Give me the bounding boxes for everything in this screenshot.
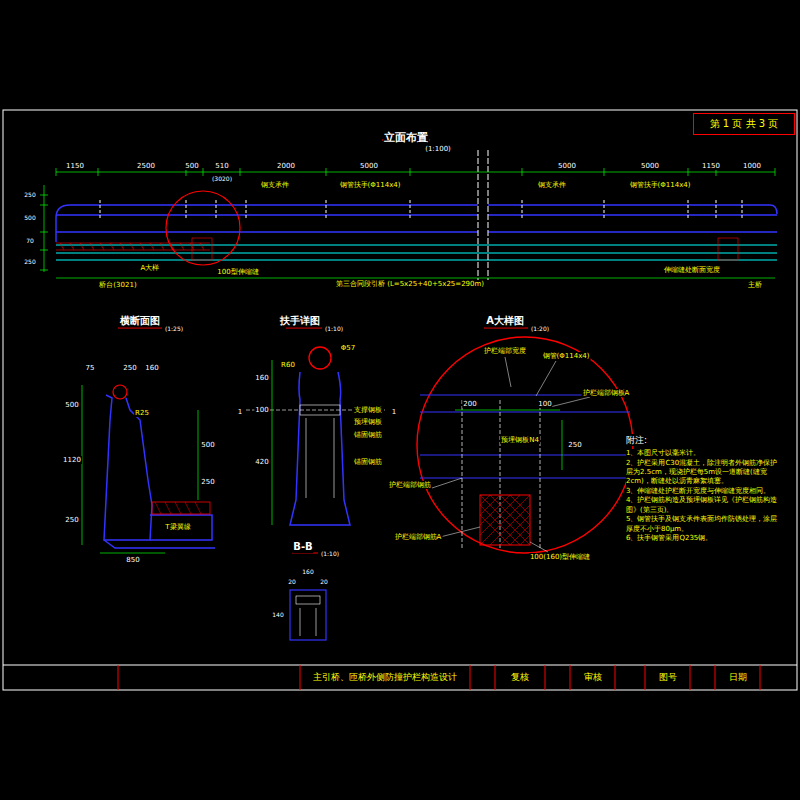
- part-label: 桥台(3021): [98, 281, 137, 289]
- part-label: 预埋钢板: [353, 418, 383, 426]
- dim: 1150: [65, 162, 85, 170]
- dim: 1150: [701, 162, 721, 170]
- view-title: B-B: [292, 541, 313, 553]
- dim: 160: [254, 374, 269, 382]
- dim: 70: [25, 238, 35, 245]
- dim: 5000: [557, 162, 577, 170]
- dim: 250: [64, 516, 79, 524]
- scale: (1:10): [320, 551, 340, 558]
- dim: 20: [319, 579, 329, 586]
- cell-text: 图号: [659, 671, 677, 684]
- dim: 140: [271, 612, 284, 619]
- view-title: 横断面图: [119, 315, 161, 327]
- dim: 250: [122, 364, 137, 372]
- part-label: 预埋钢板N4: [500, 436, 540, 444]
- part-label: 钢管扶手(Φ114x4): [629, 181, 692, 189]
- part-label: 100(160)型伸缩缝: [529, 553, 591, 561]
- part-label: 钢支承件: [537, 181, 567, 189]
- view-title: A大样图: [485, 315, 525, 327]
- dim: 1120: [62, 456, 82, 464]
- dim: 75: [85, 364, 96, 372]
- title-block-cell: 复核: [495, 666, 545, 689]
- drawing-title: 立面布置: [383, 132, 429, 145]
- view-title: 扶手详图: [279, 315, 321, 327]
- part-label: 护栏端部宽度: [483, 347, 527, 355]
- dim: 510: [214, 162, 229, 170]
- cell-text: 复核: [511, 671, 529, 684]
- part-label: 护栏端部钢筋A: [394, 533, 443, 541]
- dim: 5000: [640, 162, 660, 170]
- part-label: 锚固钢筋: [353, 458, 383, 466]
- title-block-cell: 审核: [570, 666, 615, 689]
- dim: 500: [64, 401, 79, 409]
- section-mark: 1: [391, 408, 397, 416]
- cell-text: 第 1 页 共 3 页: [710, 117, 779, 131]
- note-line: 6、扶手钢管采用Q235钢。: [626, 534, 782, 543]
- dim: 160: [301, 569, 314, 576]
- dim: 160: [144, 364, 159, 372]
- note-line: 5、钢管扶手及钢支承件表面均作防锈处理，涂层厚度不小于80μm。: [626, 515, 782, 534]
- dim: 500: [184, 162, 199, 170]
- title-block-cell: 主引桥、匝桥外侧防撞护栏构造设计: [300, 666, 470, 689]
- dim: 2000: [276, 162, 296, 170]
- part-label: 护栏端部钢板A: [582, 389, 631, 397]
- dim: 5000: [359, 162, 379, 170]
- section-mark: 1: [237, 408, 243, 416]
- note-line: 1、本图尺寸以毫米计。: [626, 449, 782, 458]
- scale: (1:10): [324, 326, 344, 333]
- cell-text: 日期: [729, 671, 747, 684]
- part-label: 伸缩缝处断面宽度: [663, 266, 721, 274]
- scale: (1:100): [424, 145, 452, 153]
- dim: 500: [200, 441, 215, 449]
- part-label: T梁翼缘: [164, 523, 191, 531]
- dim: 250: [23, 192, 36, 199]
- scale: (1:25): [164, 326, 184, 333]
- note-line: 3、伸缩缝处护栏断开宽度与伸缩缝宽度相同。: [626, 487, 782, 496]
- callout: Φ57: [340, 344, 356, 352]
- part-label: 锚固钢筋: [353, 431, 383, 439]
- part-label: 钢支承件: [260, 181, 290, 189]
- notes: 附注: 1、本图尺寸以毫米计。2、护栏采用C30混凝土，除注明者外钢筋净保护层为2…: [626, 434, 782, 544]
- callout: R60: [280, 361, 296, 369]
- part-label: 第三合同段引桥 (L=5x25+40+5x25=290m): [335, 280, 485, 288]
- callout: A大样: [140, 264, 161, 272]
- dim: 1000: [742, 162, 762, 170]
- cell-text: 主引桥、匝桥外侧防撞护栏构造设计: [313, 671, 457, 684]
- notes-heading: 附注:: [626, 434, 782, 446]
- dim: 500: [23, 215, 36, 222]
- dim: 2500: [136, 162, 156, 170]
- dim: 250: [23, 259, 36, 266]
- dim: 200: [462, 400, 477, 408]
- part-label: 主桥: [747, 281, 763, 289]
- dim: 250: [200, 478, 215, 486]
- part-label: 钢管(Φ114x4): [542, 352, 591, 360]
- note-line: 4、护栏钢筋构造及预埋钢板详见《护栏钢筋构造图》(第三页)。: [626, 496, 782, 515]
- part-label: 钢管扶手(Φ114x4): [339, 181, 402, 189]
- sheet-number-box: 第 1 页 共 3 页: [693, 113, 795, 135]
- dim: 420: [254, 458, 269, 466]
- dim: 250: [567, 441, 582, 449]
- dim: 20: [287, 579, 297, 586]
- callout: R25: [134, 409, 150, 417]
- part-label: 支撑钢板: [353, 406, 383, 414]
- title-block-cell: 图号: [645, 666, 690, 689]
- part-label: 护栏端部钢筋: [388, 481, 432, 489]
- cell-text: 审核: [584, 671, 602, 684]
- note-line: 2、护栏采用C30混凝土，除注明者外钢筋净保护层为2.5cm，现浇护栏每5m设一…: [626, 459, 782, 487]
- scale: (1:20): [530, 326, 550, 333]
- dim: (3020): [211, 176, 233, 183]
- dim: 100: [254, 406, 269, 414]
- part-label: 100型伸缩缝: [216, 268, 259, 276]
- dim: 850: [125, 556, 140, 564]
- dim: 100: [537, 400, 552, 408]
- title-block-cell: 日期: [715, 666, 760, 689]
